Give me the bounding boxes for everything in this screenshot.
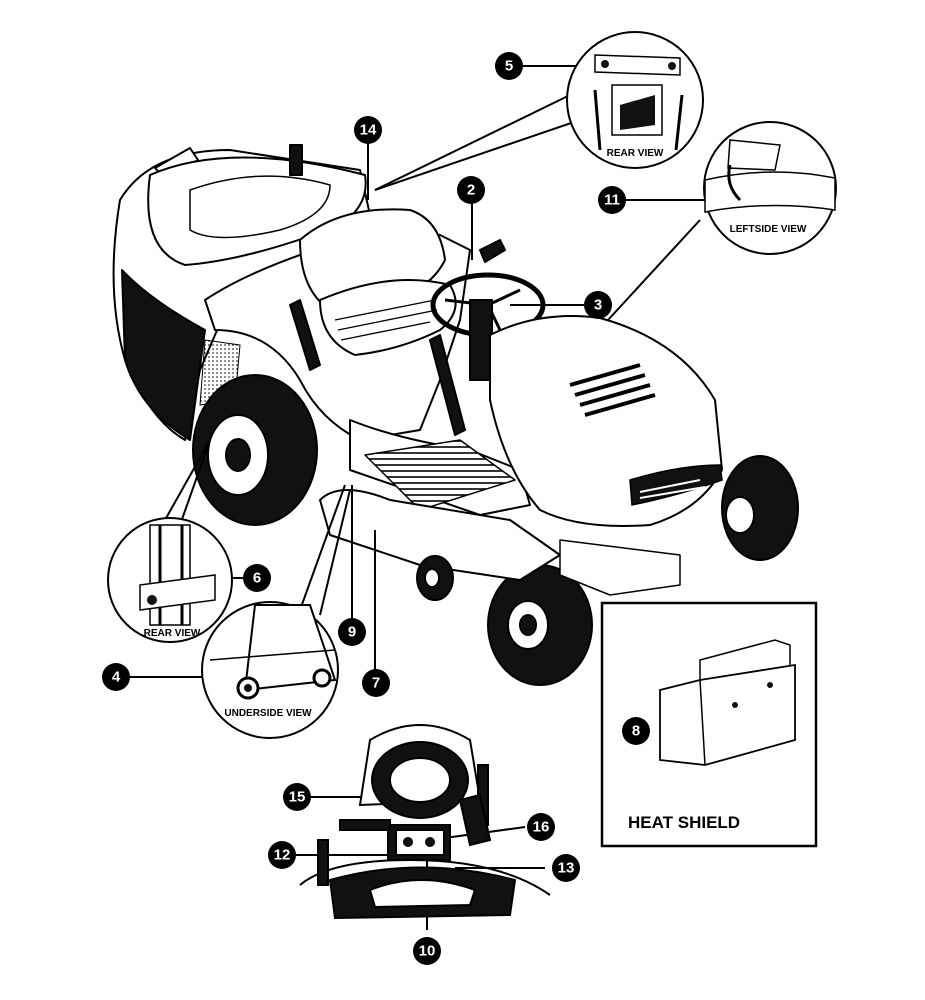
rear-view-left-label: REAR VIEW xyxy=(144,628,201,639)
svg-text:11: 11 xyxy=(604,192,620,209)
footrest xyxy=(364,439,516,511)
mower-deck xyxy=(319,489,561,581)
callout-6: 6 xyxy=(243,564,271,592)
front-axle xyxy=(559,539,681,596)
callout-5: 5 xyxy=(495,52,523,80)
callout-3: 3 xyxy=(584,291,612,319)
callout-4: 4 xyxy=(102,663,130,691)
svg-text:5: 5 xyxy=(505,58,513,75)
hood-vents xyxy=(569,363,656,417)
seat-cushion xyxy=(319,279,457,356)
svg-text:15: 15 xyxy=(289,789,306,806)
svg-text:14: 14 xyxy=(360,122,377,139)
underside-view-label: UNDERSIDE VIEW xyxy=(224,708,312,719)
steering-column xyxy=(469,299,493,381)
right-lever xyxy=(479,239,506,263)
svg-text:10: 10 xyxy=(419,943,436,960)
detail-rear-view-top: REAR VIEW xyxy=(566,31,704,169)
callout-10: 10 xyxy=(413,937,441,965)
detail-underside-view: UNDERSIDE VIEW xyxy=(201,601,339,739)
callout-15: 15 xyxy=(283,783,311,811)
svg-text:6: 6 xyxy=(253,570,261,587)
svg-text:8: 8 xyxy=(632,723,640,740)
svg-text:7: 7 xyxy=(372,675,380,692)
leftside-view-label: LEFTSIDE VIEW xyxy=(730,224,807,235)
svg-text:16: 16 xyxy=(533,819,550,836)
callout-13: 13 xyxy=(552,854,580,882)
callout-2: 2 xyxy=(457,176,485,204)
callout-14: 14 xyxy=(354,116,382,144)
svg-text:13: 13 xyxy=(558,860,575,877)
callout-9: 9 xyxy=(338,618,366,646)
front-right-wheel xyxy=(721,455,799,561)
svg-text:3: 3 xyxy=(594,297,602,314)
lift-lever xyxy=(289,299,321,371)
svg-text:2: 2 xyxy=(467,182,475,199)
throttle-lever xyxy=(429,334,466,436)
callout-16: 16 xyxy=(527,813,555,841)
svg-text:12: 12 xyxy=(274,847,291,864)
detail-leftside-view: LEFTSIDE VIEW xyxy=(703,121,837,255)
callout-12: 12 xyxy=(268,841,296,869)
callout-7: 7 xyxy=(362,669,390,697)
callout-8: 8 xyxy=(622,717,650,745)
bag-knob xyxy=(289,144,303,176)
grass-bag-shade xyxy=(121,269,206,441)
front-view-illustration xyxy=(299,724,551,920)
callout-badges: 5 14 2 11 3 6 9 4 7 8 15 16 12 13 10 xyxy=(102,52,650,965)
rear-view-top-label: REAR VIEW xyxy=(607,148,664,159)
heat-shield-title: HEAT SHIELD xyxy=(628,813,740,832)
mower-illustration xyxy=(112,144,799,686)
svg-text:9: 9 xyxy=(348,624,356,641)
svg-text:4: 4 xyxy=(112,669,121,686)
detail-rear-view-left: REAR VIEW xyxy=(107,517,233,643)
heat-shield-panel: HEAT SHIELD xyxy=(600,601,818,848)
callout-11: 11 xyxy=(598,186,626,214)
